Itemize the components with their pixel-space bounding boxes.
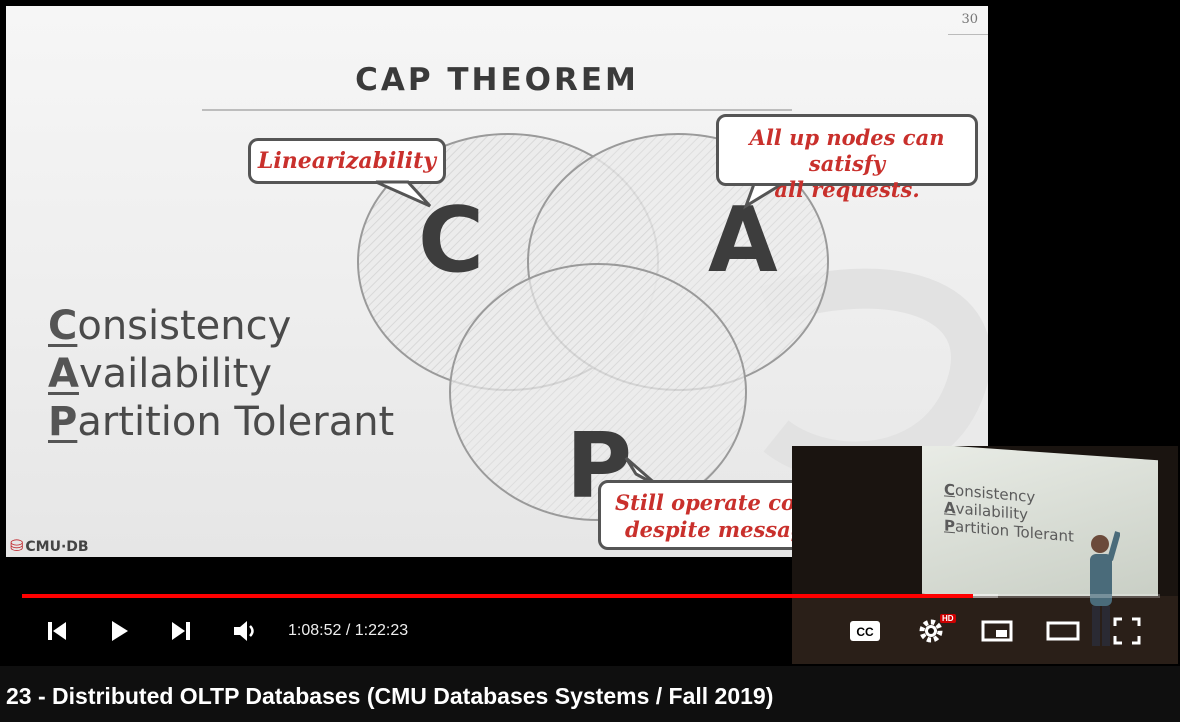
bubble-availability-line1: All up nodes can satisfy: [749, 125, 945, 176]
next-icon: [172, 622, 190, 640]
video-title: 23 - Distributed OLTP Databases (CMU Dat…: [6, 683, 774, 709]
fullscreen-icon: [1113, 617, 1141, 645]
bubble-tails: [375, 180, 788, 488]
slide-title: CAP THEOREM: [355, 62, 639, 98]
captions-button[interactable]: CC: [848, 616, 882, 646]
title-rule: [202, 109, 792, 111]
settings-icon: [919, 619, 943, 643]
slide: 30 CAP THEOREM C A P Linearizability: [6, 6, 988, 557]
previous-button[interactable]: [42, 616, 72, 646]
mute-button[interactable]: [230, 616, 260, 646]
video-player[interactable]: 30 CAP THEOREM C A P Linearizability: [0, 0, 1180, 666]
cap-item-availability: Availability: [48, 351, 272, 397]
cap-item-partition: Partition Tolerant: [48, 399, 395, 445]
projected-cap-list: Consistency Availability Partition Toler…: [944, 480, 1074, 546]
hd-badge: HD: [940, 614, 956, 623]
miniplayer-button[interactable]: [980, 616, 1014, 646]
theater-icon: [1046, 621, 1080, 641]
bubble-availability: All up nodes can satisfy all requests.: [716, 114, 978, 202]
progress-bar[interactable]: [22, 594, 1160, 598]
next-button[interactable]: [166, 616, 196, 646]
fullscreen-button[interactable]: [1112, 616, 1142, 646]
miniplayer-icon: [981, 620, 1013, 642]
bubble-availability-line2: all requests.: [774, 177, 920, 202]
cap-item-consistency: Consistency: [48, 303, 292, 349]
play-button[interactable]: [104, 616, 134, 646]
svg-text:CC: CC: [856, 625, 874, 639]
slide-number: 30: [961, 12, 978, 27]
captions-icon: CC: [850, 621, 880, 641]
speaker-figure: [1090, 531, 1120, 646]
slide-number-rule: [948, 34, 988, 35]
cmu-db-logo: ⛁CMU·DB: [10, 536, 89, 555]
volume-icon: [234, 621, 254, 641]
theater-mode-button[interactable]: [1046, 616, 1080, 646]
database-icon: ⛁: [10, 536, 24, 555]
progress-played: [22, 594, 974, 598]
letter-a: A: [708, 188, 778, 293]
current-time: 1:08:52: [288, 622, 342, 639]
duration: 1:22:23: [354, 622, 409, 639]
cap-list: Consistency Availability Partition Toler…: [48, 302, 394, 446]
previous-icon: [48, 622, 66, 640]
settings-button[interactable]: [916, 616, 946, 646]
play-icon: [112, 621, 128, 641]
bubble-consistency-text: Linearizability: [257, 148, 437, 174]
time-display: 1:08:52 / 1:22:23: [288, 622, 409, 639]
bubble-consistency: Linearizability: [248, 138, 446, 184]
